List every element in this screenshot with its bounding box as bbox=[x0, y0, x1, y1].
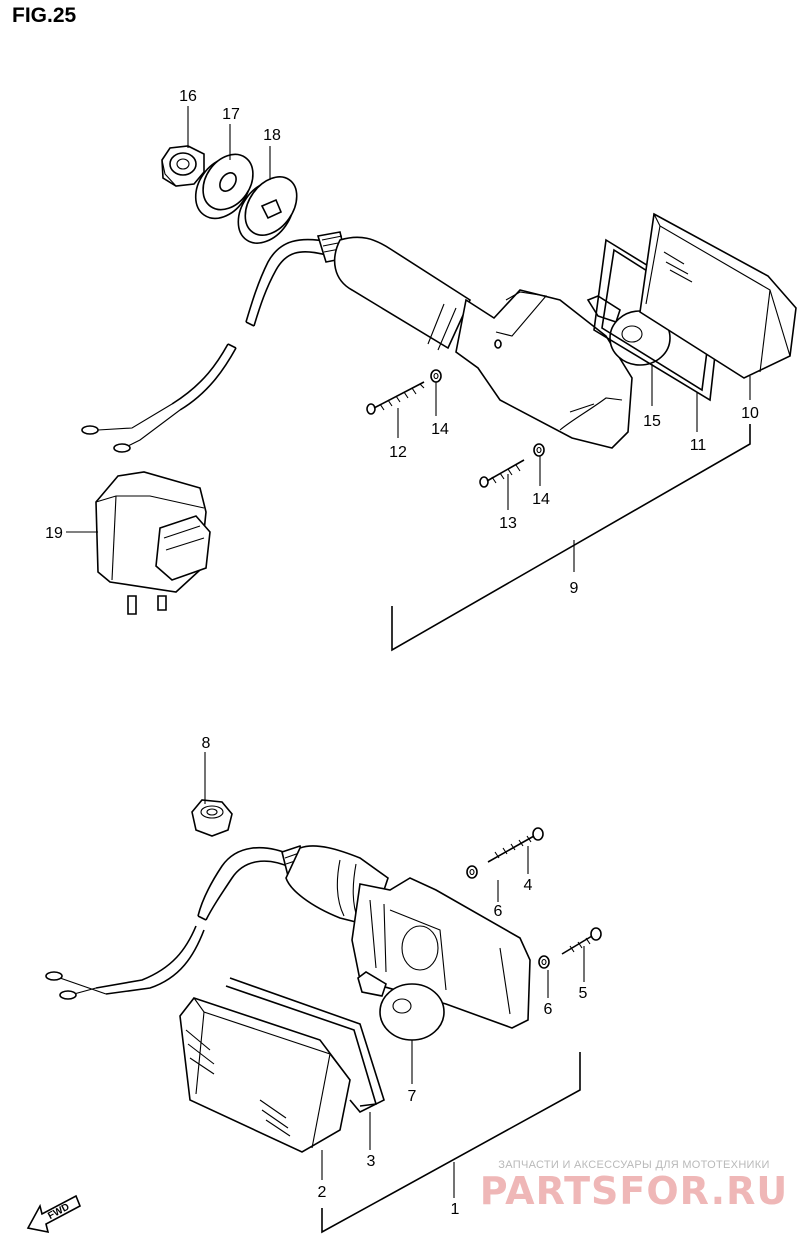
part-2-lens bbox=[179, 997, 351, 1153]
part-16-nut bbox=[161, 145, 205, 187]
part-13-screw bbox=[479, 459, 525, 488]
callout-10: 10 bbox=[741, 405, 759, 422]
callout-3: 3 bbox=[367, 1153, 376, 1170]
watermark-subtitle: ЗАПЧАСТИ И АКСЕССУАРЫ ДЛЯ МОТОТЕХНИКИ bbox=[498, 1159, 769, 1171]
callout-6-a: 6 bbox=[494, 903, 503, 920]
fwd-indicator: FWD bbox=[26, 1194, 82, 1234]
part-7-bulb bbox=[357, 971, 445, 1041]
fwd-label: FWD bbox=[46, 1202, 71, 1222]
callout-18: 18 bbox=[263, 127, 281, 144]
part-3-gasket bbox=[225, 977, 385, 1113]
part-9-turn-signal-body bbox=[81, 231, 633, 453]
watermark-brand: PARTSFOR.RU bbox=[480, 1169, 788, 1213]
callout-4: 4 bbox=[524, 877, 533, 894]
callout-2: 2 bbox=[318, 1184, 327, 1201]
part-15-bulb bbox=[586, 295, 671, 366]
callout-16: 16 bbox=[179, 88, 197, 105]
watermark: ЗАПЧАСТИ И АКСЕССУАРЫ ДЛЯ МОТОТЕХНИКИ PA… bbox=[480, 1159, 788, 1213]
callout-15: 15 bbox=[643, 413, 661, 430]
callout-labels: 16 17 18 15 11 10 14 12 14 13 19 9 8 4 6… bbox=[45, 88, 759, 1218]
fwd-arrow-icon bbox=[26, 1194, 82, 1234]
callout-1: 1 bbox=[451, 1201, 460, 1218]
callout-13: 13 bbox=[499, 515, 517, 532]
part-5-screw bbox=[561, 927, 602, 955]
callout-12: 12 bbox=[389, 444, 407, 461]
part-17-washer bbox=[194, 153, 254, 220]
part-6-washer-b bbox=[538, 955, 550, 969]
callout-5: 5 bbox=[579, 985, 588, 1002]
callout-9: 9 bbox=[570, 580, 579, 597]
part-14-washer-a bbox=[430, 369, 442, 383]
callout-8: 8 bbox=[202, 735, 211, 752]
part-12-screw bbox=[366, 381, 425, 415]
part-6-washer-a bbox=[466, 865, 478, 879]
part-8-nut bbox=[191, 799, 233, 837]
leader-lines bbox=[66, 106, 751, 1234]
callout-7: 7 bbox=[408, 1088, 417, 1105]
callout-14-a: 14 bbox=[431, 421, 449, 438]
part-4-screw bbox=[487, 827, 544, 863]
part-19-relay bbox=[95, 471, 211, 615]
part-18-rubber-washer bbox=[237, 176, 298, 244]
figure-title: FIG.25 bbox=[12, 4, 77, 27]
part-14-washer-b bbox=[533, 443, 545, 457]
callout-14-b: 14 bbox=[532, 491, 550, 508]
part-1-turn-signal-body bbox=[45, 844, 531, 1029]
callout-11: 11 bbox=[690, 437, 707, 454]
callout-6-b: 6 bbox=[544, 1001, 553, 1018]
callout-17: 17 bbox=[222, 106, 240, 123]
part-10-lens bbox=[639, 212, 797, 379]
callout-19: 19 bbox=[45, 525, 63, 542]
